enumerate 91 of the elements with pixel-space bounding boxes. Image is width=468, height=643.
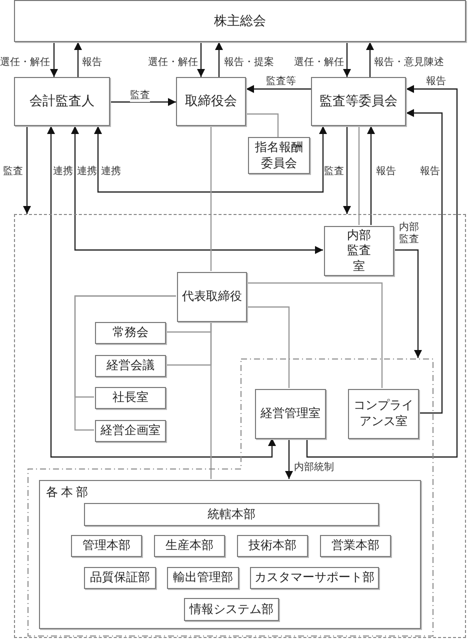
- unit-label: 内部監査室: [346, 228, 372, 274]
- connector-line: [246, 282, 383, 388]
- edge-label: 連携: [77, 166, 97, 178]
- org-unit-box: [176, 77, 246, 126]
- unit-label: 生産本部: [164, 538, 214, 554]
- org-unit-box: [237, 535, 308, 557]
- org-unit-box: [311, 77, 406, 126]
- arrow: [71, 126, 323, 254]
- unit-label: 指名報酬委員会: [254, 140, 304, 172]
- edge-label: 選任・解任: [294, 57, 344, 68]
- group-heading: 各 本 部: [46, 484, 88, 501]
- unit-label: 取締役会: [184, 93, 238, 110]
- arrow: [306, 85, 458, 458]
- edge-label: 報告: [376, 166, 396, 178]
- unit-label: 株主総会: [213, 12, 267, 30]
- org-unit-box: [95, 387, 166, 409]
- unit-label: 経営管理室: [260, 406, 322, 422]
- edge-label: 監査: [3, 166, 23, 178]
- company-boundary: [14, 214, 466, 638]
- unit-label: 管理本部: [82, 538, 132, 554]
- arrow: [110, 98, 176, 106]
- arrow: [23, 126, 31, 214]
- org-unit-box: [167, 567, 239, 589]
- connector-line: [358, 126, 360, 225]
- connector-line: [246, 306, 290, 388]
- unit-label: 技術本部: [248, 538, 298, 554]
- arrow: [366, 42, 374, 77]
- org-unit-box: [177, 272, 247, 322]
- connector-line: [246, 113, 279, 137]
- edge-label: 監査: [324, 166, 344, 178]
- arrow: [94, 126, 327, 193]
- connector-line: [74, 295, 176, 431]
- unit-label: 品質保証部: [89, 570, 151, 586]
- connector-line: [210, 321, 212, 479]
- org-unit-box: [348, 389, 419, 439]
- unit-label: 経営会議: [106, 358, 156, 374]
- unit-label: 常務会: [112, 325, 150, 341]
- arrow: [343, 42, 351, 77]
- unit-label: 会計監査人: [28, 93, 96, 110]
- arrow: [367, 126, 375, 225]
- org-unit-box: [71, 535, 142, 557]
- edge-label: 報告・提案: [224, 57, 274, 68]
- org-unit-box: [95, 355, 166, 377]
- unit-label: 代表取締役: [181, 289, 243, 305]
- edge-label: 報告・意見陳述: [374, 57, 444, 68]
- unit-label: 監査等委員会: [318, 93, 398, 110]
- arrow: [393, 249, 422, 358]
- edge-label: 報告: [420, 166, 440, 178]
- org-unit-box: [14, 77, 110, 126]
- org-unit-box: [320, 535, 391, 557]
- arrow: [285, 438, 293, 479]
- internal-control-region: [28, 359, 433, 636]
- org-unit-box: [14, 0, 466, 42]
- edge-label: 内部監査: [399, 222, 419, 245]
- org-unit-box: [84, 567, 156, 589]
- unit-label: 情報システム部: [188, 602, 274, 618]
- unit-label: 営業本部: [330, 538, 380, 554]
- edge-label: 選任・解任: [148, 57, 198, 68]
- arrow: [50, 42, 58, 77]
- unit-label: 統轄本部: [206, 506, 256, 522]
- org-unit-box: [255, 389, 326, 439]
- unit-label: 社長室: [112, 390, 150, 406]
- edge-label: 監査: [130, 90, 150, 102]
- org-unit-box: [154, 535, 225, 557]
- arrow: [197, 42, 205, 77]
- org-unit-box: [95, 322, 166, 344]
- arrow: [246, 85, 311, 93]
- arrow: [215, 42, 223, 77]
- edge-label: 報告: [82, 57, 102, 68]
- edge-label: 連携: [101, 166, 121, 178]
- connector-line: [210, 126, 212, 271]
- arrow: [74, 42, 82, 77]
- edge-label: 監査等: [266, 76, 296, 88]
- org-unit-box: [250, 567, 379, 589]
- arrow: [406, 109, 443, 414]
- org-unit-box: [248, 137, 310, 174]
- org-unit-box: [95, 420, 166, 442]
- org-unit-box: [184, 598, 279, 621]
- unit-label: コンプライアンス室: [352, 398, 414, 430]
- division-group-box: [39, 480, 421, 629]
- edge-label: 内部統制: [294, 462, 334, 474]
- unit-label: 経営企画室: [100, 423, 162, 439]
- org-unit-box: [84, 503, 379, 526]
- edge-label: 報告: [426, 76, 446, 88]
- unit-label: カスタマーサポート部: [254, 570, 376, 586]
- edge-label: 連携: [53, 166, 73, 178]
- edge-label: 選任・解任: [0, 57, 50, 68]
- org-unit-box: [324, 226, 394, 276]
- arrow: [47, 126, 276, 458]
- arrow: [343, 126, 351, 214]
- unit-label: 輸出管理部: [172, 570, 234, 586]
